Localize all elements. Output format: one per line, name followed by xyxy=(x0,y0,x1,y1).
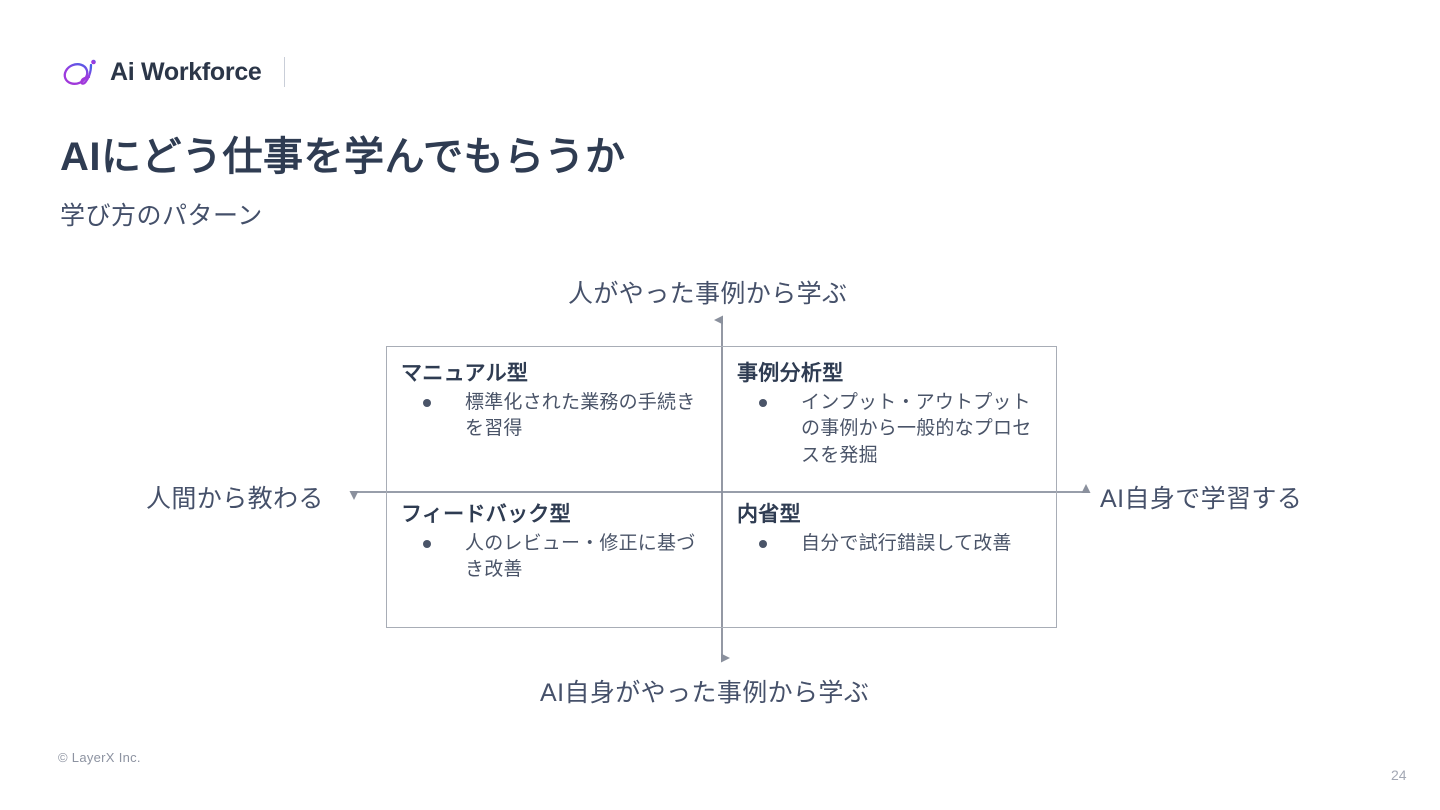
quadrant-feedback-type: フィードバック型 人のレビュー・修正に基づき改善 xyxy=(387,488,723,629)
quadrant-title: マニュアル型 xyxy=(401,362,529,385)
quadrant-title: 事例分析型 xyxy=(737,362,844,385)
footer-copyright: © LayerX Inc. xyxy=(58,750,141,765)
quadrant-box: マニュアル型 標準化された業務の手続きを習得 事例分析型 インプット・アウトプッ… xyxy=(386,346,1057,628)
page-title: AIにどう仕事を学んでもらうか xyxy=(60,135,626,179)
quadrant-list: 人のレビュー・修正に基づき改善 xyxy=(401,531,707,583)
quadrant-item-text: 標準化された業務の手続きを習得 xyxy=(465,392,696,440)
quadrant-list-item: 自分で試行錯誤して改善 xyxy=(737,531,1042,557)
bullet-icon xyxy=(423,399,431,408)
axis-label-right: AI自身で学習する xyxy=(1100,485,1303,513)
axis-label-bottom: AI自身がやった事例から学ぶ xyxy=(540,679,870,707)
bullet-icon xyxy=(759,399,767,408)
brand-logo: Ai Workforce xyxy=(60,52,285,92)
ai-script-logo-icon xyxy=(63,59,96,85)
bullet-icon xyxy=(423,540,431,549)
quadrant-title: フィードバック型 xyxy=(401,503,571,526)
brand-name: Ai Workforce xyxy=(110,57,262,86)
quadrant-manual-type: マニュアル型 標準化された業務の手続きを習得 xyxy=(387,347,723,488)
page-subtitle: 学び方のパターン xyxy=(60,202,263,230)
quadrant-case-analysis-type: 事例分析型 インプット・アウトプットの事例から一般的なプロセスを発掘 xyxy=(723,347,1058,488)
quadrant-item-text: 人のレビュー・修正に基づき改善 xyxy=(465,533,696,581)
quadrant-item-text: インプット・アウトプットの事例から一般的なプロセスを発掘 xyxy=(801,392,1032,466)
brand-divider xyxy=(283,57,285,87)
quadrant-list-item: 標準化された業務の手続きを習得 xyxy=(401,390,707,442)
quadrant-list: 自分で試行錯誤して改善 xyxy=(737,531,1042,557)
page-number: 24 xyxy=(1391,767,1407,783)
axis-label-left: 人間から教わる xyxy=(146,485,324,513)
quadrant-title: 内省型 xyxy=(737,503,801,526)
quadrant-list: インプット・アウトプットの事例から一般的なプロセスを発掘 xyxy=(737,390,1042,469)
quadrant-introspection-type: 内省型 自分で試行錯誤して改善 xyxy=(723,488,1058,629)
bullet-icon xyxy=(759,540,767,549)
axis-label-top: 人がやった事例から学ぶ xyxy=(568,280,848,308)
quadrant-list-item: 人のレビュー・修正に基づき改善 xyxy=(401,531,707,583)
quadrant-list-item: インプット・アウトプットの事例から一般的なプロセスを発掘 xyxy=(737,390,1042,469)
quadrant-list: 標準化された業務の手続きを習得 xyxy=(401,390,707,442)
quadrant-item-text: 自分で試行錯誤して改善 xyxy=(801,533,1012,555)
